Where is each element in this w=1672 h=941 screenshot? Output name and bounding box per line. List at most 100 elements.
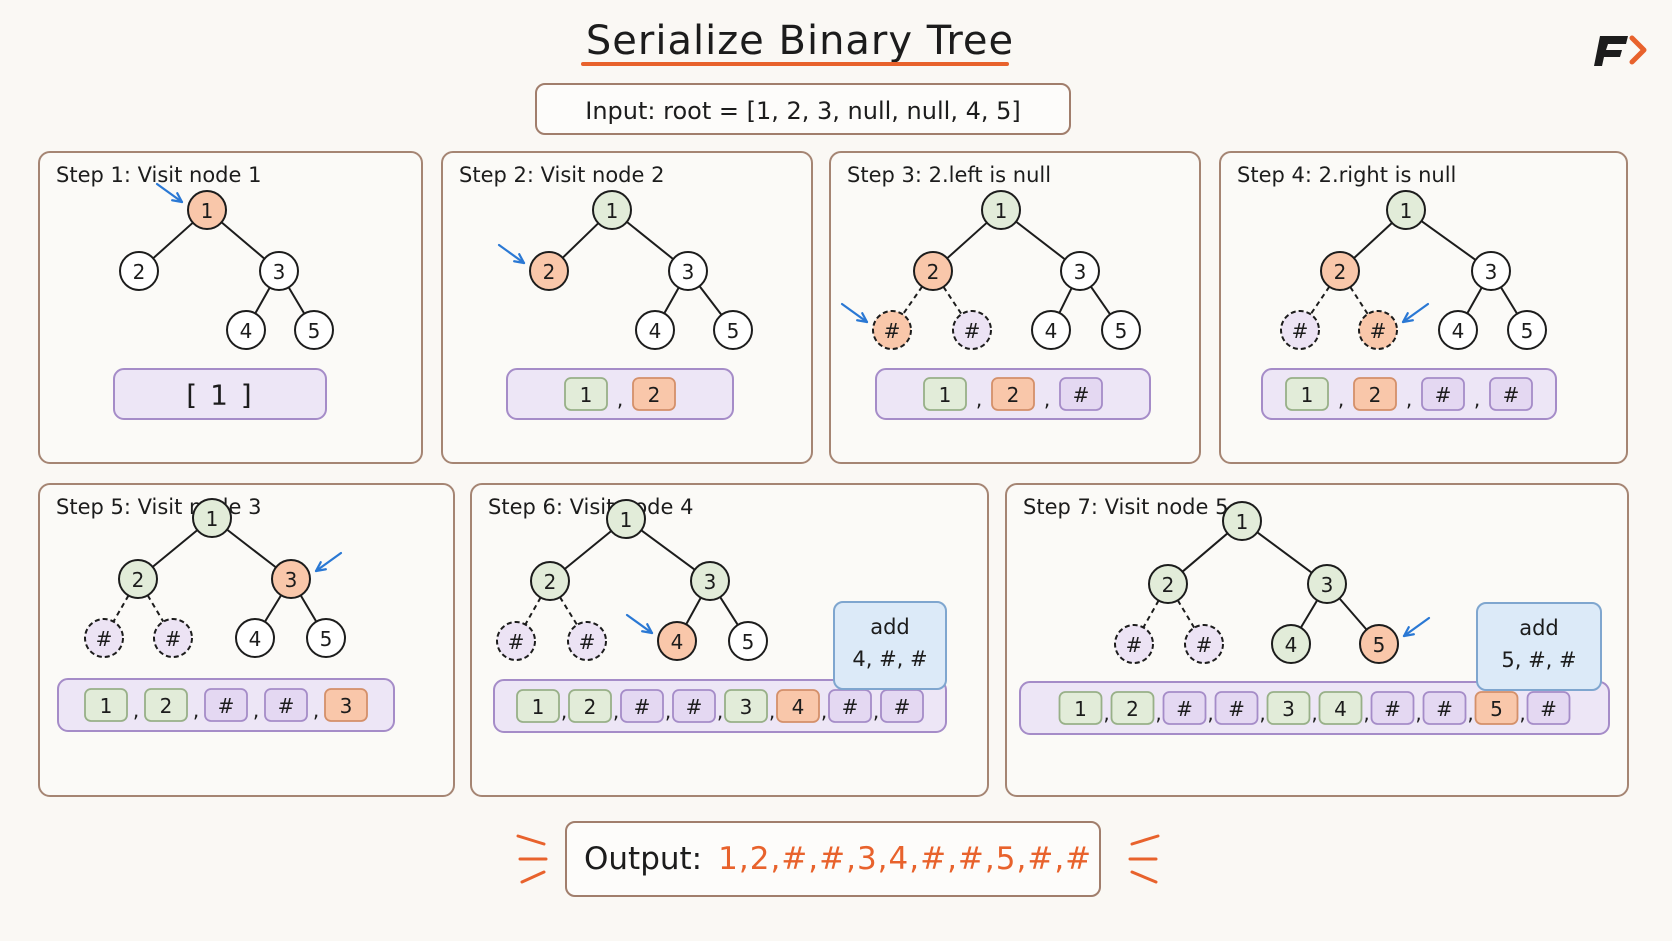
node-circle xyxy=(84,618,124,658)
node-circle xyxy=(1386,190,1426,230)
list-chip xyxy=(1353,377,1397,411)
list-container xyxy=(506,368,734,420)
node-circle xyxy=(606,499,646,539)
tree-node-4: 4 xyxy=(226,310,266,350)
list-chip-label: # xyxy=(634,695,651,719)
list-item: # xyxy=(1162,691,1207,725)
tree-node-2: 2 xyxy=(1148,564,1188,604)
list-chip xyxy=(516,689,560,723)
list-chip-label: # xyxy=(1540,697,1557,721)
list-item: 2 xyxy=(1353,377,1397,411)
node-label: 1 xyxy=(1236,510,1249,534)
list-separator: , xyxy=(253,698,259,722)
list-chip-label: 3 xyxy=(340,694,353,718)
list-item: 5 xyxy=(1474,691,1519,725)
node-label: 1 xyxy=(201,199,214,223)
list-separator: , xyxy=(1474,387,1480,411)
list-chip-label: 1 xyxy=(532,695,545,719)
list-item: # xyxy=(1422,691,1467,725)
node-circle xyxy=(713,310,753,350)
node-circle xyxy=(226,310,266,350)
list-separator: , xyxy=(1467,701,1473,725)
list-item: 2 xyxy=(1110,691,1155,725)
node-label: 4 xyxy=(671,630,684,654)
node-label: # xyxy=(964,319,981,343)
node-label: 4 xyxy=(1045,319,1058,343)
tree-edge xyxy=(1015,220,1066,261)
node-circle xyxy=(530,561,570,601)
list-chip-label: 4 xyxy=(1334,697,1347,721)
list-chip-label: 1 xyxy=(1074,697,1087,721)
list-separator: , xyxy=(1155,701,1161,725)
serialized-list: 1,2,#,#,3 xyxy=(57,678,395,732)
node-label: 4 xyxy=(649,319,662,343)
emphasis-marks-right xyxy=(1128,834,1160,884)
node-label: 2 xyxy=(543,260,556,284)
list-item: 4 xyxy=(776,689,820,723)
node-circle xyxy=(192,498,232,538)
node-label: # xyxy=(884,319,901,343)
list-chip xyxy=(564,377,608,411)
node-circle xyxy=(592,190,632,230)
tree-edge xyxy=(220,221,266,260)
list-item: 1 xyxy=(1058,691,1103,725)
list-chip-label: 1 xyxy=(580,383,593,407)
node-label: 3 xyxy=(273,260,286,284)
list-separator: , xyxy=(133,698,139,722)
node-label: # xyxy=(1292,319,1309,343)
list-item: # xyxy=(1059,377,1103,411)
list-chip-label: 1 xyxy=(1301,383,1314,407)
list-item: # xyxy=(264,688,308,722)
node-circle xyxy=(690,561,730,601)
node-label: # xyxy=(1196,633,1213,657)
serialized-list: 1,2,#,#,3,4,#,# xyxy=(493,679,947,733)
tree-node-2L: # xyxy=(872,310,912,350)
node-circle xyxy=(235,618,275,658)
list-chip xyxy=(204,688,248,722)
list-item: 1 xyxy=(923,377,967,411)
tree-node-3: 3 xyxy=(1471,251,1511,291)
tree-node-4: 4 xyxy=(657,621,697,661)
null-edge xyxy=(146,594,165,623)
pointer-arrow-icon xyxy=(625,613,654,635)
step-title: Step 7: Visit node 5 xyxy=(1023,495,1229,519)
list-chip-label: # xyxy=(278,694,295,718)
tree-node-2R: # xyxy=(1184,624,1224,664)
node-label: 5 xyxy=(1521,319,1534,343)
tree-node-2L: # xyxy=(496,621,536,661)
tree-node-5: 5 xyxy=(1507,310,1547,350)
node-circle xyxy=(1114,624,1154,664)
list-separator: , xyxy=(561,699,567,723)
node-circle xyxy=(118,559,158,599)
node-circle xyxy=(1148,564,1188,604)
list-chip xyxy=(1285,377,1329,411)
node-circle xyxy=(119,251,159,291)
node-circle xyxy=(1101,310,1141,350)
list-chip-label: 2 xyxy=(1369,383,1382,407)
input-box: Input: root = [1, 2, 3, null, null, 4, 5… xyxy=(535,83,1071,135)
node-circle xyxy=(1222,501,1262,541)
list-separator: , xyxy=(821,699,827,723)
list-chip xyxy=(1058,691,1103,725)
pointer-arrow-icon xyxy=(314,551,343,573)
null-edge xyxy=(559,596,578,626)
list-separator: , xyxy=(313,698,319,722)
node-label: # xyxy=(579,630,596,654)
node-circle xyxy=(1320,251,1360,291)
list-chip xyxy=(1059,377,1103,411)
tree-node-2L: # xyxy=(1114,624,1154,664)
node-label: 1 xyxy=(1400,199,1413,223)
tree-node-2: 2 xyxy=(913,251,953,291)
tree-node-5: 5 xyxy=(1359,624,1399,664)
list-separator: , xyxy=(1207,701,1213,725)
node-circle xyxy=(529,251,569,291)
pointer-arrow-icon xyxy=(497,243,526,265)
list-chip xyxy=(1421,377,1465,411)
node-circle xyxy=(1271,624,1311,664)
node-circle xyxy=(496,621,536,661)
list-chip-label: 2 xyxy=(1126,697,1139,721)
list-chip-label: # xyxy=(1228,697,1245,721)
